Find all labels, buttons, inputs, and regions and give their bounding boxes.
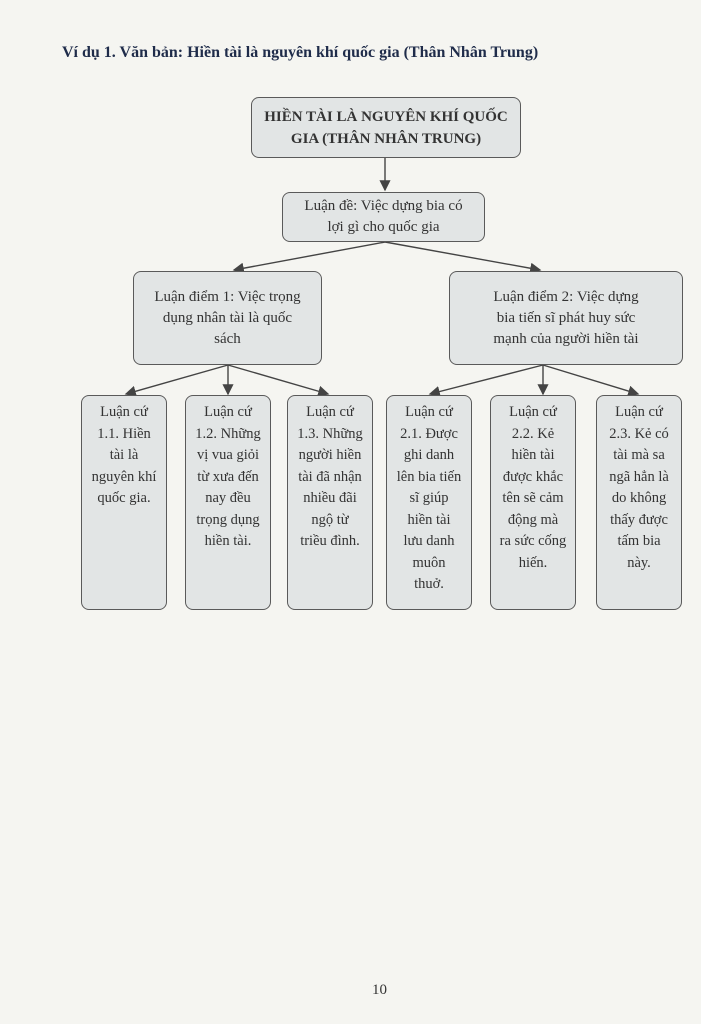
thesis-node: Luận đề: Việc dựng bia có lợi gì cho quố…: [282, 192, 485, 242]
arrow-point-2-to-argument-2-1: [428, 364, 544, 397]
point-1-node: Luận điểm 1: Việc trọng dụng nhân tài là…: [133, 271, 322, 365]
example-heading: Ví dụ 1. Văn bản: Hiền tài là nguyên khí…: [62, 44, 539, 61]
argument-2-3-node: Luận cứ 2.3. Kẻ có tài mà sa ngã hẳn là …: [596, 395, 682, 610]
arrow-point-1-to-argument-1-1: [124, 364, 229, 397]
arrow-point-1-to-argument-1-3: [227, 364, 330, 397]
argument-1-3-node: Luận cứ 1.3. Những người hiền tài đã nhậ…: [287, 395, 373, 610]
argument-1-2-node: Luận cứ 1.2. Những vị vua giỏi từ xưa đế…: [185, 395, 271, 610]
argument-2-1-node: Luận cứ 2.1. Được ghi danh lên bia tiến …: [386, 395, 472, 610]
root-node: HIỀN TÀI LÀ NGUYÊN KHÍ QUỐC GIA (THÂN NH…: [251, 97, 521, 158]
arrow-thesis-to-point-2: [384, 241, 542, 274]
argument-1-1-node: Luận cứ 1.1. Hiền tài là nguyên khí quốc…: [81, 395, 167, 610]
point-2-node: Luận điểm 2: Việc dựng bia tiến sĩ phát …: [449, 271, 683, 365]
argument-2-2-node: Luận cứ 2.2. Kẻ hiền tài được khắc tên s…: [490, 395, 576, 610]
arrow-thesis-to-point-1: [232, 241, 386, 274]
arrow-point-2-to-argument-2-3: [542, 364, 640, 397]
page-number: 10: [372, 982, 387, 998]
